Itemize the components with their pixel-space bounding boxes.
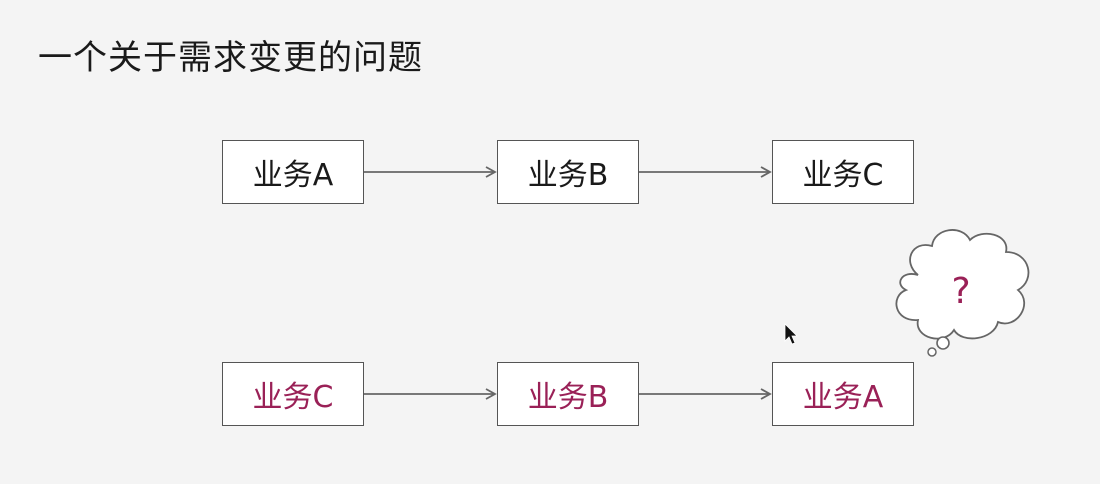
process-box-1: 业务A <box>222 140 364 204</box>
mouse-cursor-icon <box>784 323 798 345</box>
slide-title: 一个关于需求变更的问题 <box>38 38 423 78</box>
question-mark: ? <box>951 271 971 312</box>
process-box-3: 业务A <box>772 362 914 426</box>
thought-bubble-icon <box>895 229 1030 357</box>
process-box-1: 业务C <box>222 362 364 426</box>
process-box-3: 业务C <box>772 140 914 204</box>
process-box-2: 业务B <box>497 362 639 426</box>
process-box-2: 业务B <box>497 140 639 204</box>
